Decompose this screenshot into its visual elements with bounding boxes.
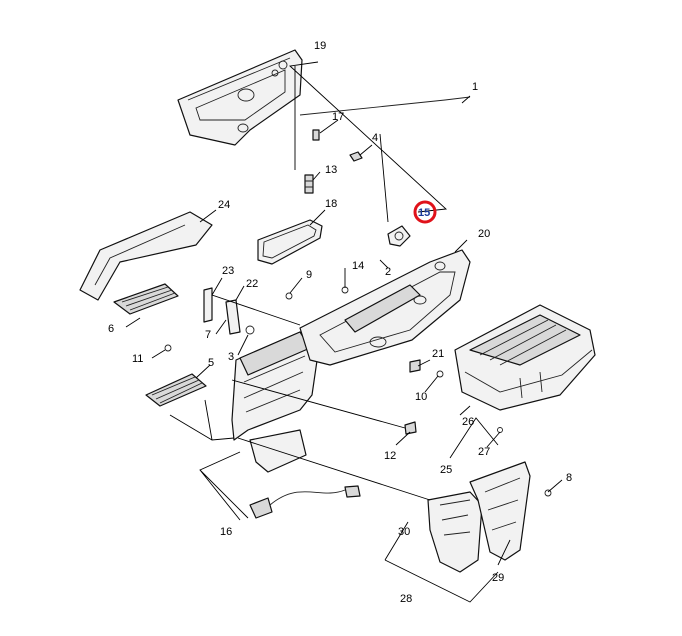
callout-21[interactable]: 21: [432, 348, 444, 360]
callout-23[interactable]: 23: [222, 265, 234, 277]
callout-9[interactable]: 9: [306, 269, 312, 281]
callout-2[interactable]: 2: [385, 266, 391, 278]
callout-30[interactable]: 30: [398, 526, 410, 538]
part-29-bracket: [469, 461, 531, 561]
part-19-upper-panel: [177, 49, 303, 146]
callout-6[interactable]: 6: [108, 323, 114, 335]
callout-11[interactable]: 11: [132, 353, 143, 365]
part-1-cable: [299, 96, 471, 116]
callout-7[interactable]: 7: [205, 329, 211, 341]
callout-24[interactable]: 24: [218, 199, 230, 211]
callout-1[interactable]: 1: [472, 81, 478, 93]
callout-26[interactable]: 26: [462, 416, 474, 428]
callout-labels: 1 2 3 4 5 6 7 8 9 10 11 12 13 14 15 16 1…: [108, 40, 572, 605]
callout-29[interactable]: 29: [492, 572, 504, 584]
callout-10[interactable]: 10: [415, 391, 427, 403]
callout-27[interactable]: 27: [478, 446, 490, 458]
part-17-clip: [312, 129, 320, 141]
part-23-bracket: [203, 287, 213, 323]
callout-16[interactable]: 16: [220, 526, 232, 538]
callout-28[interactable]: 28: [400, 593, 412, 605]
callout-5[interactable]: 5: [208, 357, 214, 369]
part-26-storage-tray: [454, 304, 596, 411]
callout-18[interactable]: 18: [325, 198, 337, 210]
part-5-step: [145, 373, 207, 407]
part-6-step: [113, 283, 179, 315]
callout-13[interactable]: 13: [325, 164, 337, 176]
fasteners: [164, 286, 552, 497]
callout-14[interactable]: 14: [352, 260, 364, 272]
callout-12[interactable]: 12: [384, 450, 396, 462]
main-compartment: [231, 331, 321, 441]
highlight-ring-15: [413, 200, 437, 224]
part-15-latch: [387, 225, 411, 247]
part-13-strap: [304, 174, 314, 194]
part-30-bracket: [427, 491, 483, 573]
callout-4[interactable]: 4: [372, 132, 378, 144]
callout-8[interactable]: 8: [566, 472, 572, 484]
callout-17[interactable]: 17: [332, 111, 344, 123]
part-16-sensor: [249, 485, 361, 519]
part-18-seal: [257, 219, 323, 265]
callout-22[interactable]: 22: [246, 278, 258, 290]
callout-15[interactable]: 15: [418, 207, 430, 219]
part-22-bracket: [225, 299, 241, 335]
callout-25[interactable]: 25: [440, 464, 452, 476]
callout-3[interactable]: 3: [228, 351, 234, 363]
part-20-console-panel: [299, 249, 471, 366]
part-4-clip: [349, 151, 363, 162]
part-24-trim: [79, 211, 213, 301]
callout-19[interactable]: 19: [314, 40, 326, 52]
leader-lines: [125, 61, 563, 603]
callout-20[interactable]: 20: [478, 228, 490, 240]
